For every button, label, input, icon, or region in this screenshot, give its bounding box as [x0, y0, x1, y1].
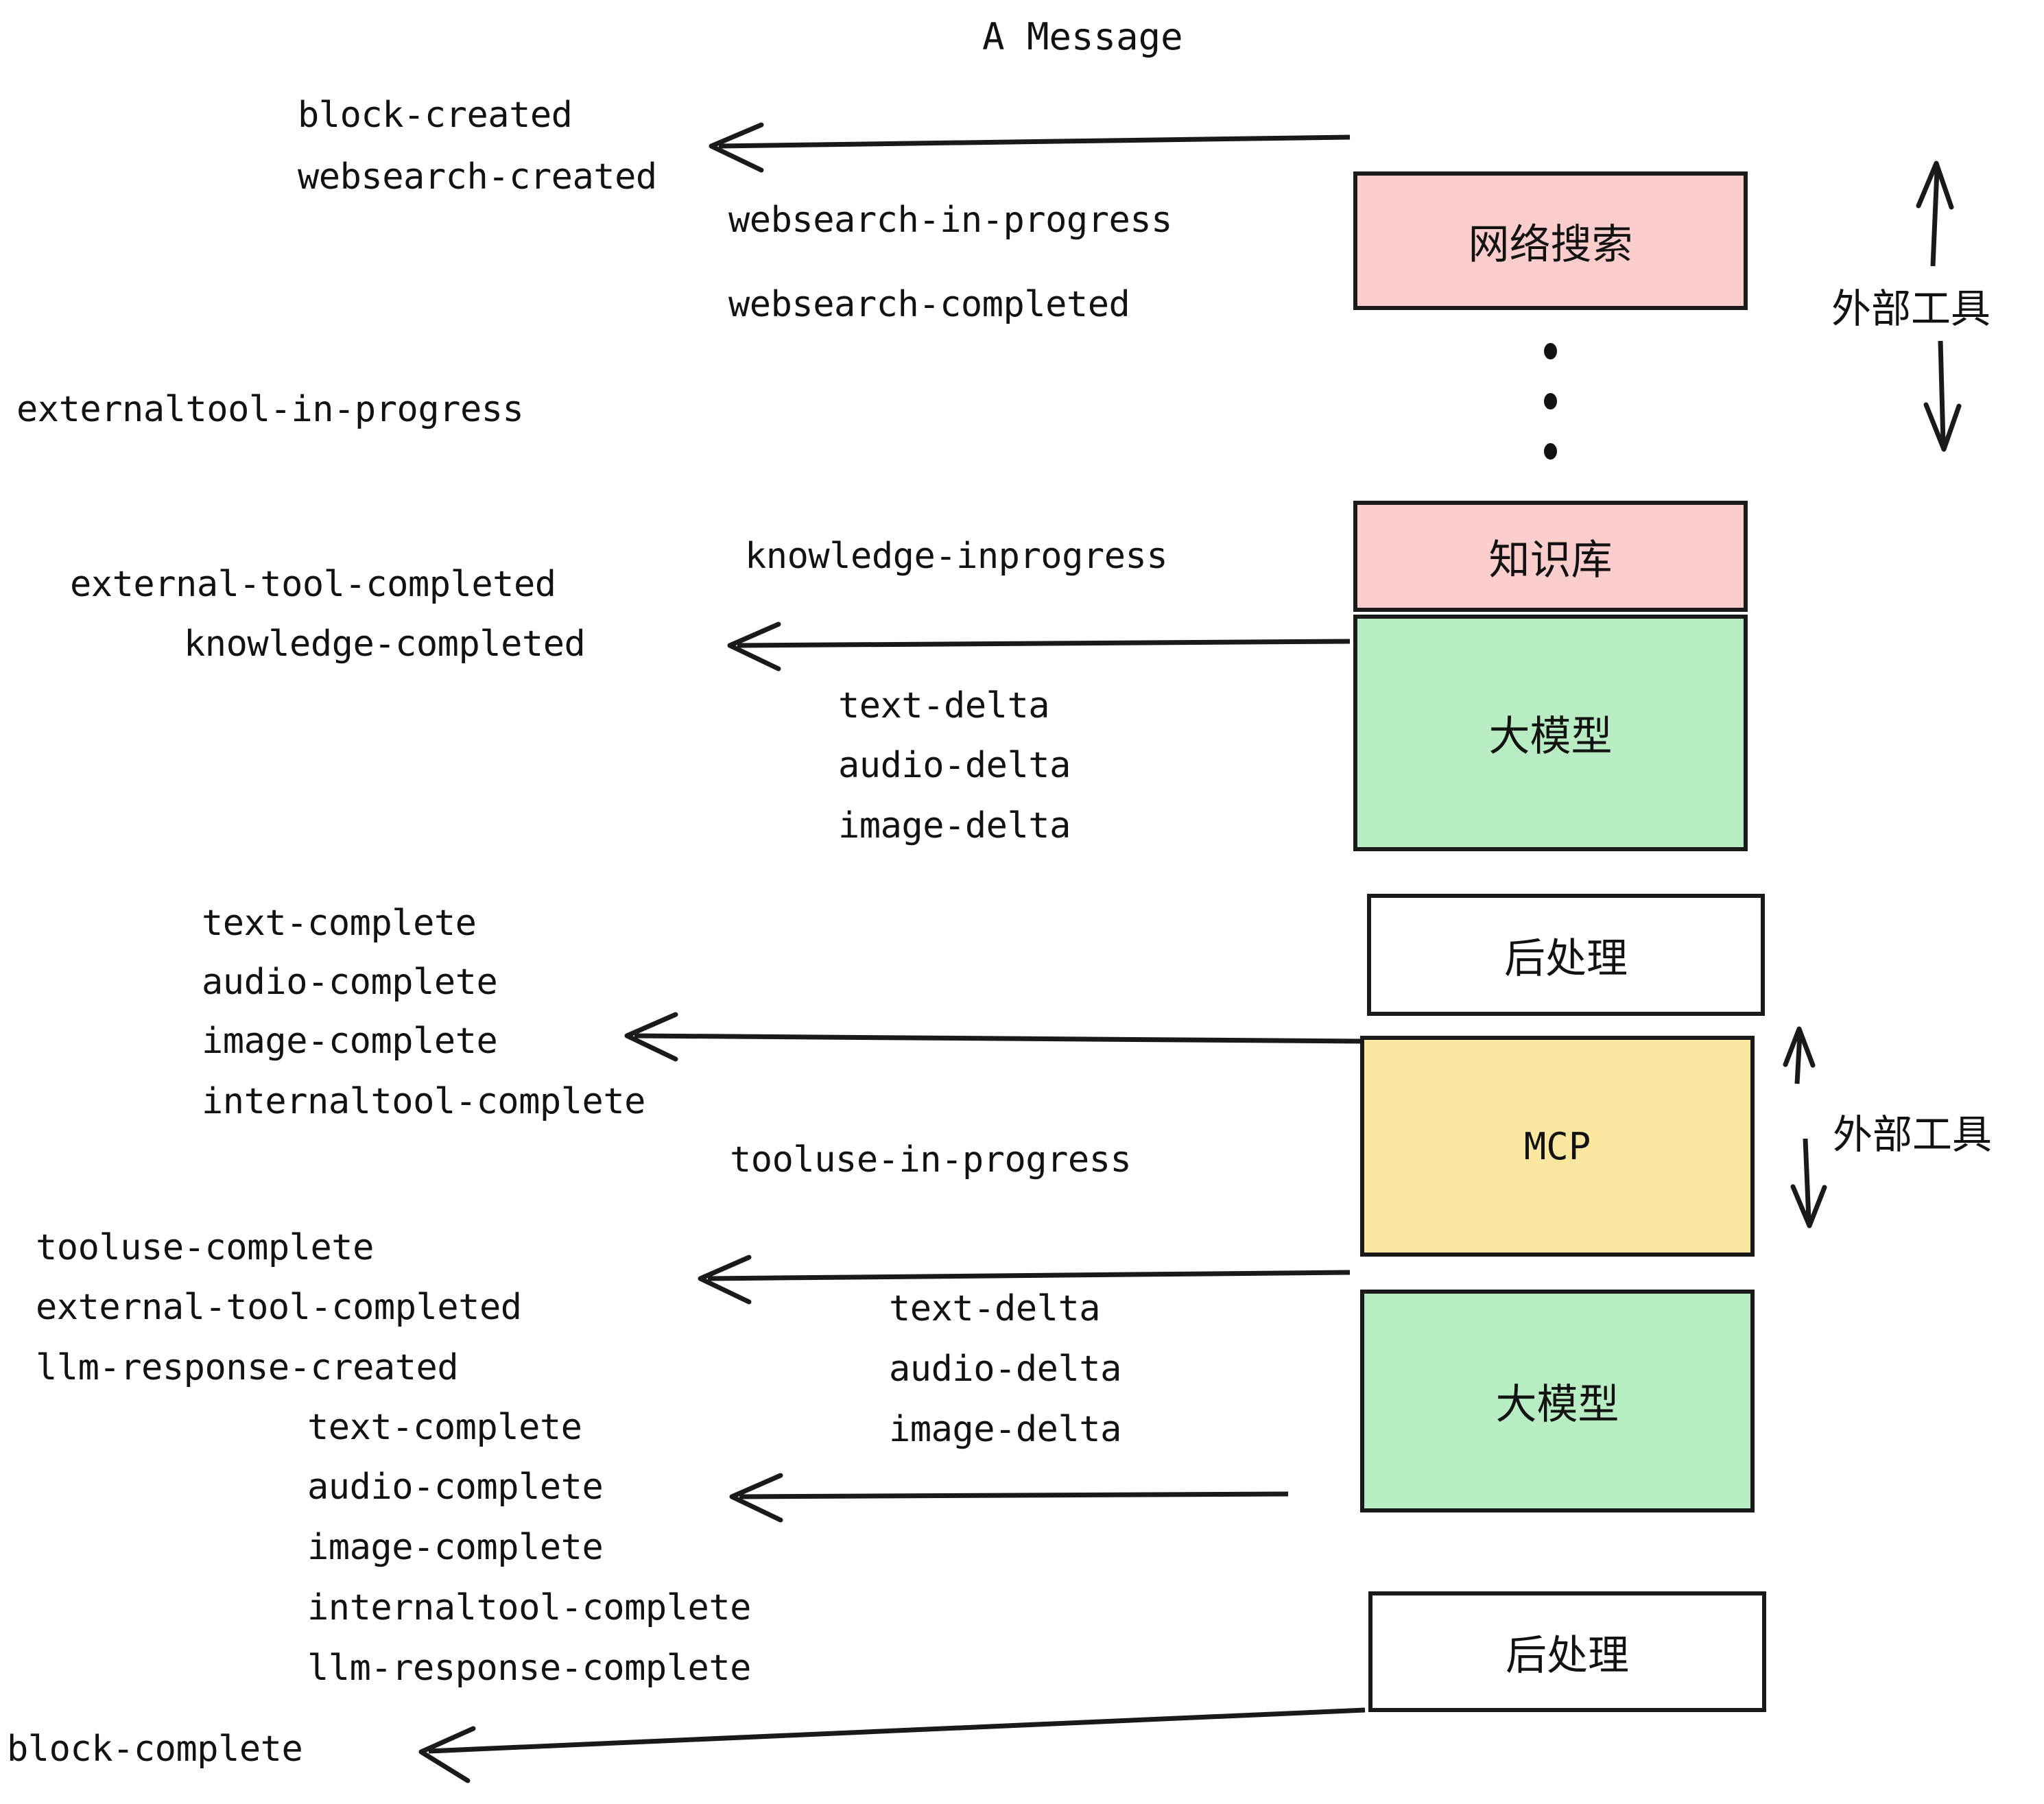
event-label: external-tool-completed: [36, 1287, 522, 1328]
event-label: audio-delta: [838, 745, 1071, 786]
component-box-label: 知识库: [1488, 536, 1613, 584]
event-label: websearch-in-progress: [728, 200, 1172, 241]
event-label: websearch-completed: [728, 284, 1130, 325]
event-label: text-delta: [889, 1288, 1101, 1329]
event-label: audio-delta: [889, 1349, 1121, 1390]
component-box-llm-2[interactable]: 大模型: [1360, 1290, 1755, 1512]
event-label: internaltool-complete: [202, 1081, 645, 1122]
component-box-knowledge[interactable]: 知识库: [1353, 501, 1748, 612]
component-box-label: 后处理: [1506, 1631, 1629, 1680]
event-label: tooluse-complete: [36, 1227, 374, 1268]
event-label: audio-complete: [202, 962, 498, 1003]
event-label: block-created: [298, 95, 573, 136]
event-label: text-delta: [838, 685, 1050, 726]
arrow-postprocess2-to-events: [418, 1707, 1366, 1783]
event-label: knowledge-completed: [184, 624, 586, 665]
event-label: external-tool-completed: [70, 564, 556, 605]
event-label: text-complete: [307, 1407, 582, 1448]
component-box-llm-1[interactable]: 大模型: [1353, 615, 1748, 851]
diagram-title: A Message: [982, 15, 1183, 58]
external-tool-arrow-top: [1916, 161, 1954, 267]
event-label: knowledge-inprogress: [745, 536, 1168, 577]
vertical-ellipsis-icon: [1542, 343, 1558, 460]
component-box-mcp[interactable]: MCP: [1360, 1036, 1755, 1257]
arrow-knowledge-to-events: [727, 621, 1351, 672]
event-label: block-complete: [7, 1729, 303, 1770]
event-label: internaltool-complete: [307, 1587, 751, 1628]
external-tool-label-top: 外部工具: [1831, 285, 1991, 332]
component-box-postprocess-2[interactable]: 后处理: [1368, 1591, 1766, 1712]
component-box-label: MCP: [1523, 1124, 1591, 1168]
event-label: llm-response-complete: [307, 1648, 751, 1689]
arrow-llm2-to-events: [729, 1473, 1289, 1523]
event-label: llm-response-created: [36, 1347, 459, 1388]
component-box-postprocess-1[interactable]: 后处理: [1367, 894, 1765, 1016]
external-tool-label-bottom: 外部工具: [1833, 1111, 1993, 1158]
event-label: externaltool-in-progress: [16, 389, 524, 430]
event-label: image-delta: [889, 1409, 1121, 1450]
event-label: text-complete: [202, 903, 477, 944]
event-label: image-complete: [307, 1527, 604, 1568]
component-box-label: 后处理: [1504, 934, 1628, 983]
component-box-label: 大模型: [1488, 713, 1613, 761]
event-label: image-delta: [838, 805, 1071, 846]
component-box-label: 网络搜索: [1468, 220, 1633, 269]
arrow-postprocess1-to-events: [624, 1012, 1364, 1062]
external-tool-arrow-top-down: [1923, 340, 1962, 452]
event-label: audio-complete: [307, 1467, 604, 1508]
external-tool-arrow-bottom-up: [1783, 1026, 1816, 1084]
component-box-label: 大模型: [1495, 1381, 1619, 1429]
arrow-websearch-to-events: [709, 122, 1351, 173]
external-tool-arrow-bottom-down: [1790, 1138, 1827, 1229]
component-box-websearch[interactable]: 网络搜索: [1353, 171, 1748, 310]
event-label: image-complete: [202, 1021, 498, 1062]
event-label: tooluse-in-progress: [730, 1139, 1132, 1180]
event-label: websearch-created: [298, 156, 657, 198]
